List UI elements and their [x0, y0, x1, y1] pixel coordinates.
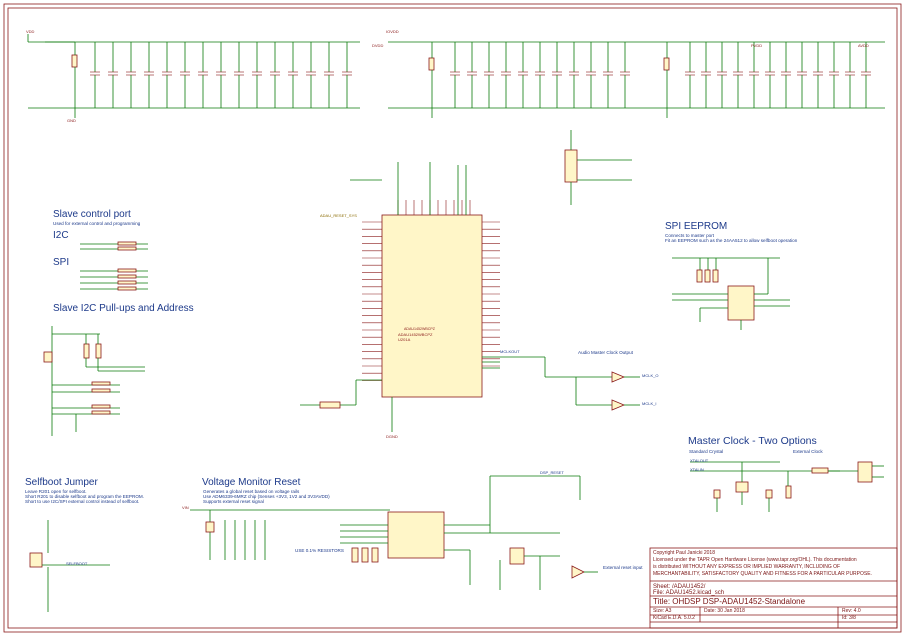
- sheet-title: Title: OHDSP DSP-ADAU1452-Standalone: [653, 597, 806, 606]
- dsp-right-pins: [482, 221, 500, 367]
- net-dgnd: DGND: [386, 434, 398, 439]
- title-block: [649, 547, 898, 629]
- spi-eeprom-note-2: Fit an EEPROM such as the 24AA512 to all…: [665, 238, 798, 243]
- dsp-chip-body: [381, 214, 483, 398]
- power-decoupling-vdd: [27, 34, 360, 118]
- voltage-monitor-note-2: Use ADM6339-6MRZ chip (Senses +3V3, 1V2 …: [203, 494, 330, 499]
- selfboot-circuit: [29, 520, 110, 612]
- net-mclk-i: MCLK_I: [642, 401, 657, 406]
- master-clock-heading: Master Clock - Two Options: [688, 435, 817, 447]
- voltage-monitor-note-3: Supports external reset signal: [203, 499, 264, 504]
- external-clock-label: External Clock: [793, 449, 823, 454]
- sheet-date: Date: 30 Jan 2018: [704, 608, 745, 614]
- net-xtalin: XTALIN: [690, 467, 704, 472]
- file-name: File: ADAU1452.kicad_sch: [653, 590, 725, 596]
- kicad-version: KiCad E.D.A. 5.0.2: [653, 615, 695, 621]
- slave-i2c-pullups: [43, 326, 145, 436]
- selfboot-note-2: Short R201 to disable selfboot and progr…: [25, 494, 144, 499]
- net-pvdd: PVDD: [751, 43, 763, 48]
- net-xtalout: XTALOUT: [690, 458, 709, 463]
- dsp-top-pins: [397, 200, 471, 215]
- copyright-line-2: Licensed under the TAPR Open Hardware Li…: [653, 557, 857, 563]
- copyright-line-1: Copyright Paul Janicki 2018: [653, 550, 715, 556]
- net-vdd: VDD: [26, 29, 35, 34]
- net-selfboot: SELFBOOT: [66, 561, 88, 566]
- voltage-monitor-chip: [387, 511, 445, 559]
- selfboot-jumper: [29, 552, 43, 568]
- dsp-chip-ref: U201A: [398, 337, 411, 342]
- eeprom-chip: [727, 285, 755, 321]
- net-dsp-reset: DSP_RESET: [540, 470, 564, 475]
- slave-control-note: Used for external control and programmin…: [53, 221, 141, 226]
- sheet-size: Size: A3: [653, 608, 672, 614]
- copyright-line-3: is distributed WITHOUT ANY EXPRESS OR IM…: [653, 564, 841, 570]
- voltage-monitor-circuit: [190, 475, 598, 590]
- spi-eeprom-note-1: Connects to master port: [665, 233, 715, 238]
- spi-eeprom-heading: SPI EEPROM: [665, 221, 728, 232]
- sheet-border: [3, 3, 902, 633]
- spi-heading: SPI: [53, 257, 70, 268]
- sheet-path: Sheet: /ADAU1452/: [653, 584, 706, 590]
- sheet-rev: Rev: 4.0: [842, 608, 861, 614]
- decoupling-capacitors: [90, 42, 871, 108]
- slave-control-wiring: [80, 241, 148, 291]
- power-decoupling-iovdd: [388, 41, 632, 118]
- audio-master-clock-buffers: [482, 356, 640, 411]
- use-resistors-note: USE 0.1% RESISTORS: [295, 548, 344, 553]
- dsp-chip-name: ADAU1452WBCPZ: [398, 332, 433, 337]
- slave-control-heading: Slave control port: [53, 209, 131, 220]
- slave-i2c-heading: Slave I2C Pull-ups and Address: [53, 303, 194, 314]
- sheet-inner-border: [7, 7, 898, 629]
- standard-crystal-label: Standard Crystal: [689, 449, 724, 454]
- net-mclkout: MCLKOUT: [500, 349, 520, 354]
- external-reset-note: External reset input: [603, 565, 643, 570]
- net-mclk-o: MCLK_O: [642, 373, 659, 378]
- external-clock-connector: [857, 461, 873, 483]
- reset-switch: [509, 547, 525, 565]
- net-adau-reset: ADAU_RESET_SYS: [320, 213, 357, 218]
- audio-master-clock-label: Audio Master Clock Output: [578, 350, 633, 355]
- svg-text:ADAU1452WBCPZ: ADAU1452WBCPZ: [404, 327, 436, 331]
- sheet-id: Id: 3/8: [842, 615, 856, 621]
- spi-eeprom-circuit: [672, 257, 790, 330]
- crystal: [735, 481, 749, 493]
- net-dvdd: DVDD: [372, 43, 384, 48]
- net-gnd: GND: [67, 118, 76, 123]
- selfboot-note-3: Short to use I2C/SPI external control in…: [25, 499, 140, 504]
- net-avdd: AVDD: [858, 43, 869, 48]
- dsp-left-pins: [362, 221, 382, 381]
- net-iovdd: IOVDD: [386, 29, 399, 34]
- copyright-line-4: MERCHANTABILITY, SATISFACTORY QUALITY AN…: [653, 571, 872, 577]
- selfboot-heading: Selfboot Jumper: [25, 477, 98, 488]
- selfboot-note-1: Leave R201 open for selfboot.: [25, 489, 87, 494]
- power-decoupling-pvdd-avdd: [632, 41, 885, 118]
- master-clock-circuit: [690, 461, 884, 512]
- voltage-monitor-note-1: Generates a global reset based on voltag…: [203, 489, 300, 494]
- net-vin: VIN: [182, 505, 189, 510]
- voltage-monitor-heading: Voltage Monitor Reset: [202, 477, 301, 488]
- i2c-heading: I2C: [53, 230, 69, 241]
